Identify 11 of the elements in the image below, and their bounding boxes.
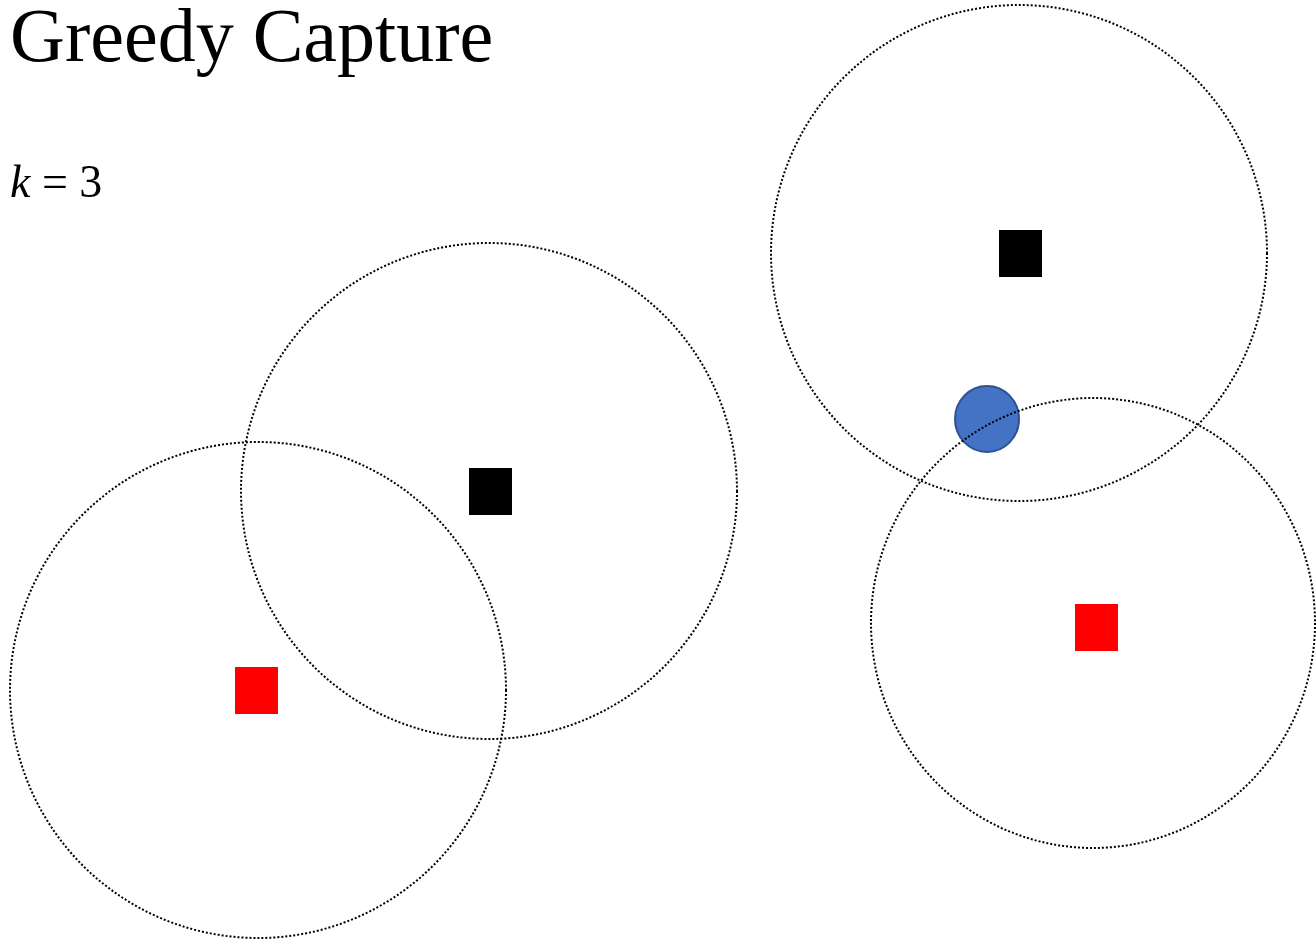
point-marker <box>954 385 1020 453</box>
parameter-label: k = 3 <box>10 155 103 208</box>
dotted-circle <box>240 242 738 740</box>
dotted-circle <box>9 441 507 939</box>
dotted-circle <box>870 397 1316 849</box>
dotted-circle <box>770 4 1268 502</box>
square-marker <box>234 666 278 714</box>
slide-title: Greedy Capture <box>10 0 494 79</box>
square-marker <box>998 229 1042 277</box>
square-marker <box>1074 603 1118 651</box>
square-marker <box>468 467 512 515</box>
